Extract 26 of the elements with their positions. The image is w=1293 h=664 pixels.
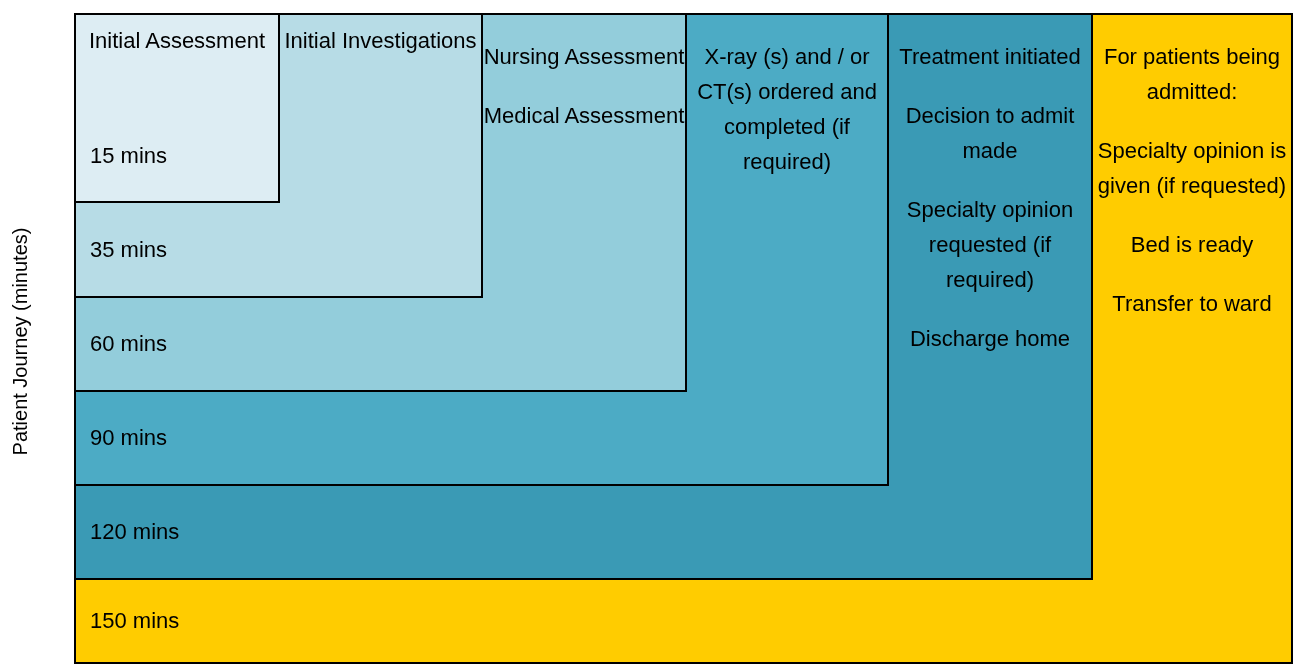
stage-box	[74, 13, 1093, 580]
stage-text: Nursing Assessment	[483, 43, 685, 71]
stage-text: Specialty opinion is given (if requested)	[1096, 137, 1288, 200]
stage-text: Initial Investigations	[283, 27, 478, 55]
time-label: 35 mins	[90, 236, 168, 263]
time-label: 150 mins	[90, 608, 180, 634]
stage-text: Medical Assessment	[483, 102, 685, 130]
stage-text: Treatment initiated	[898, 43, 1082, 71]
stage-text: For patients being admitted:	[1102, 43, 1282, 106]
stage-box	[74, 13, 889, 486]
stage-box	[74, 13, 687, 392]
axis-title: Patient Journey (minutes)	[8, 226, 32, 458]
time-label: 90 mins	[90, 425, 168, 451]
stage-box	[74, 13, 483, 298]
stage-text: X-ray (s) and / or CT(s) ordered and completed (if required)	[696, 43, 878, 176]
stage-text: Transfer to ward	[1111, 290, 1273, 318]
stage-text: Discharge home	[908, 325, 1072, 353]
stage-text: Initial Assessment	[87, 27, 267, 55]
time-label: 60 mins	[90, 331, 168, 357]
stage-text: Specialty opinion requested (if required)	[905, 196, 1075, 294]
time-label: 15 mins	[90, 142, 168, 169]
stage-text: Decision to admit made	[904, 102, 1076, 165]
time-label: 120 mins	[90, 519, 180, 545]
stage-text: Bed is ready	[1129, 231, 1255, 259]
stage-box	[74, 13, 1293, 664]
stage-box	[74, 13, 280, 203]
